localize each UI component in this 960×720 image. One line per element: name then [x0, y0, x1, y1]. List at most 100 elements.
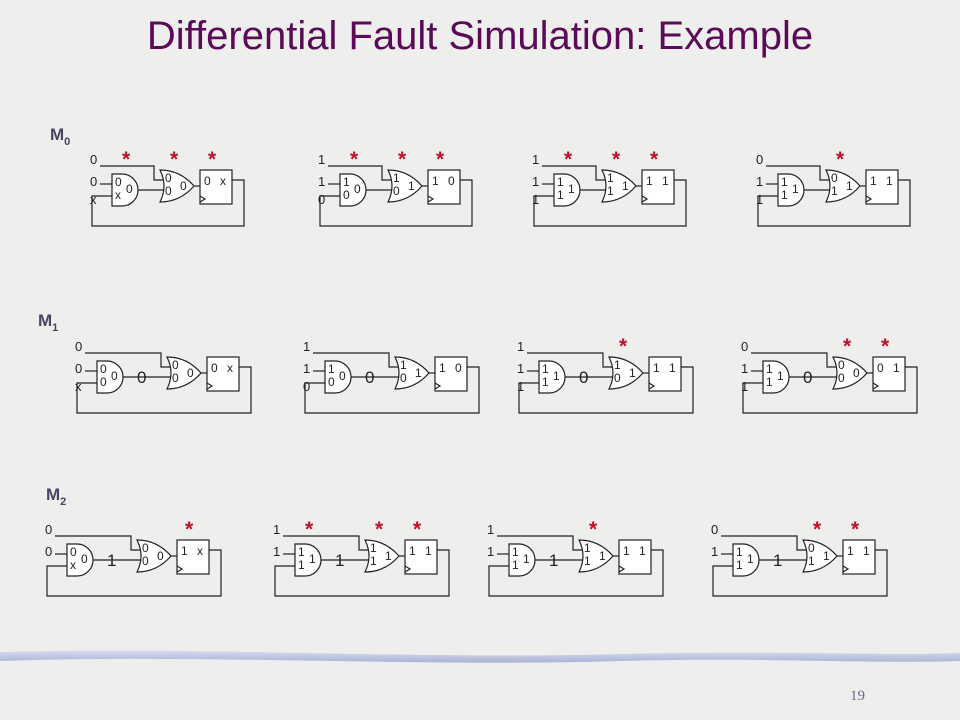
and-input-value: 1: [736, 558, 743, 572]
or-gate: [608, 356, 644, 390]
fault-star-icon: *: [881, 335, 890, 358]
and-gate: [339, 173, 367, 207]
and-gate: [66, 543, 94, 577]
fault-star-icon: *: [843, 335, 852, 358]
input-value: 0: [45, 522, 52, 537]
or-output-value: 1: [622, 179, 629, 193]
or-output-value: 0: [853, 366, 860, 380]
and-input-value: 1: [343, 175, 350, 189]
input-value: 0: [75, 339, 82, 354]
flip-flop-clock: [199, 195, 207, 203]
or-input-value: 1: [607, 171, 614, 185]
flip-flop-clock: [641, 195, 649, 203]
or-output-value: 0: [180, 179, 187, 193]
fault-star-icon: *: [564, 148, 573, 171]
flip-flop: [641, 169, 675, 205]
or-gate: [159, 169, 195, 203]
flip-flop-clock: [872, 382, 880, 390]
fault-star-icon: *: [619, 335, 628, 358]
or-input-value: 1: [370, 541, 377, 555]
or-gate: [578, 539, 614, 573]
input-value: 1: [517, 361, 524, 376]
wire: [319, 179, 473, 227]
wire: [533, 179, 687, 227]
or-output-value: 1: [415, 366, 422, 380]
input-value: 0: [303, 379, 310, 394]
or-gate: [802, 539, 838, 573]
and-input-value: 0: [100, 362, 107, 376]
or-gate: [364, 539, 400, 573]
wire: [751, 352, 837, 368]
or-input-value: 0: [142, 554, 149, 568]
and-gate: [732, 543, 760, 577]
ff-d-value: 0: [877, 361, 884, 375]
or-input-value: 1: [607, 184, 614, 198]
wire: [76, 366, 252, 414]
input-value: 1: [741, 361, 748, 376]
or-input-value: 0: [165, 171, 172, 185]
and-input-value: 0: [343, 188, 350, 202]
and-output-value: 1: [523, 552, 530, 566]
and-output-value: 1: [568, 182, 575, 196]
and-output-value: 1: [792, 182, 799, 196]
or-gate: [832, 356, 868, 390]
flip-flop: [404, 539, 438, 575]
fault-star-icon: *: [305, 518, 314, 541]
or-input-value: 1: [393, 171, 400, 185]
fault-star-icon: *: [836, 148, 845, 171]
or-output-value: 0: [157, 549, 164, 563]
input-value: 1: [711, 544, 718, 559]
wire: [85, 352, 171, 368]
or-gate: [394, 356, 430, 390]
ff-q-value: x: [220, 174, 226, 188]
and-input-value: 1: [542, 375, 549, 389]
and-output-value: 0: [126, 182, 133, 196]
wire: [721, 535, 807, 551]
slide-title: Differential Fault Simulation: Example: [146, 14, 814, 58]
and-input-value: 1: [766, 375, 773, 389]
mid-wire-value: 0: [803, 368, 812, 387]
or-gate: [387, 169, 423, 203]
or-input-value: 1: [831, 184, 838, 198]
or-input-value: 0: [838, 358, 845, 372]
and-output-value: 1: [777, 369, 784, 383]
input-value: 0: [90, 152, 97, 167]
or-output-value: 1: [823, 549, 830, 563]
ff-q-value: 1: [639, 544, 646, 558]
fault-star-icon: *: [813, 518, 822, 541]
input-value: 1: [517, 339, 524, 354]
bottom-wave-band: [0, 650, 960, 663]
and-gate: [777, 173, 805, 207]
mid-wire-value: 1: [549, 551, 558, 570]
mid-wire-value: 0: [579, 368, 588, 387]
input-value: 1: [517, 379, 524, 394]
input-value: 0: [756, 152, 763, 167]
ff-d-value: 1: [646, 174, 653, 188]
or-input-value: 0: [165, 184, 172, 198]
ff-q-value: 1: [662, 174, 669, 188]
or-gate: [136, 539, 172, 573]
or-input-value: 0: [614, 371, 621, 385]
ff-q-value: x: [227, 361, 233, 375]
and-output-value: 0: [111, 369, 118, 383]
and-output-value: 0: [81, 552, 88, 566]
ff-d-value: 1: [439, 361, 446, 375]
or-output-value: 1: [629, 366, 636, 380]
or-input-value: 1: [808, 554, 815, 568]
ff-d-value: 1: [432, 174, 439, 188]
fault-star-icon: *: [185, 518, 194, 541]
wire: [91, 179, 245, 227]
ff-q-value: 1: [669, 361, 676, 375]
flip-flop-clock: [434, 382, 442, 390]
wire: [274, 549, 450, 597]
